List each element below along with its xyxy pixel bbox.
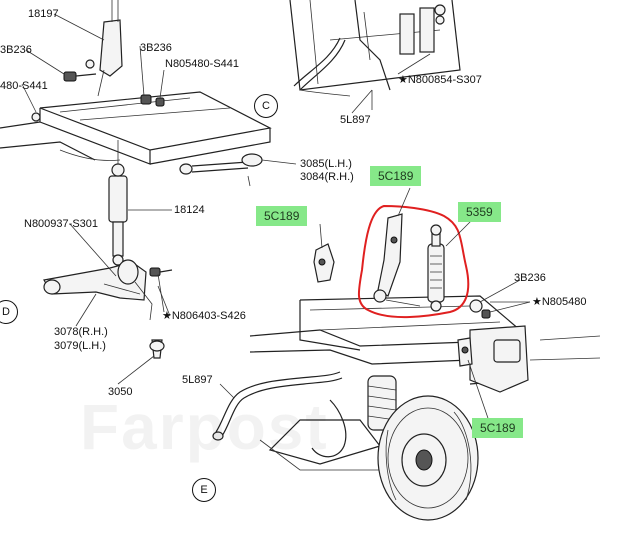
ball-joint-3050 (149, 339, 165, 359)
bolt-n806403 (149, 267, 173, 313)
watermark: Farpost (80, 391, 329, 463)
label-3079-lh: 3079(L.H.) (54, 340, 106, 352)
highlight-outline (357, 204, 470, 319)
bolt-3b236-top-left (63, 59, 97, 82)
label-3b236-top-left: 3B236 (0, 44, 32, 56)
tie-rod-end-3085 (179, 153, 263, 187)
view-marker-d: D (0, 300, 18, 324)
label-480-s441: 480-S441 (0, 80, 48, 92)
label-n800854-s307: ★N800854-S307 (398, 74, 482, 86)
label-18197: 18197 (28, 8, 59, 20)
coil-spring-and-knuckle (259, 375, 397, 471)
highlight-tag-5c189-top: 5C189 (370, 166, 422, 186)
shock-absorber-18124 (108, 140, 128, 266)
label-n805480: ★N805480 (532, 296, 587, 308)
leader-lines (21, 13, 531, 425)
highlight-tag-5c189-bottom: 5C189 (472, 418, 524, 438)
brake-hose-5l897 (212, 371, 343, 441)
steering-damper-bracket-5c189-top (373, 213, 421, 307)
label-n805480-s441: N805480-S441 (165, 58, 240, 70)
label-18124: 18124 (174, 204, 205, 216)
label-3084-rh: 3084(R.H.) (300, 171, 354, 183)
label-3085-lh: 3085(L.H.) (300, 158, 352, 170)
label-5l897-bottom: 5L897 (182, 374, 213, 386)
brake-rotor (377, 395, 479, 521)
nut-n805480-right (469, 299, 530, 319)
view-marker-c: C (254, 94, 278, 118)
label-3078-rh: 3078(R.H.) (54, 326, 108, 338)
label-n800937-s301: N800937-S301 (24, 218, 99, 230)
steering-damper-5359 (427, 224, 445, 312)
frame-detail-view-c (289, 0, 461, 110)
label-3b236-right: 3B236 (514, 272, 546, 284)
label-3050: 3050 (108, 386, 133, 398)
frame-crossmember-top-left (0, 91, 272, 165)
view-marker-e: E (192, 478, 216, 502)
steering-damper-bracket-5c189-left (313, 243, 335, 283)
highlight-tag-5c189-left: 5C189 (256, 206, 308, 226)
label-3b236-top: 3B236 (140, 42, 172, 54)
label-5l897-top: 5L897 (340, 114, 371, 126)
stabilizer-bracket-18197 (97, 0, 123, 97)
front-axle-assembly (249, 295, 601, 393)
lower-arm-3078 (43, 259, 153, 321)
highlight-tag-5359: 5359 (458, 202, 501, 222)
label-n806403-s426: ★N806403-S426 (162, 310, 246, 322)
steering-damper-bracket-5c189-bottom (457, 337, 473, 367)
